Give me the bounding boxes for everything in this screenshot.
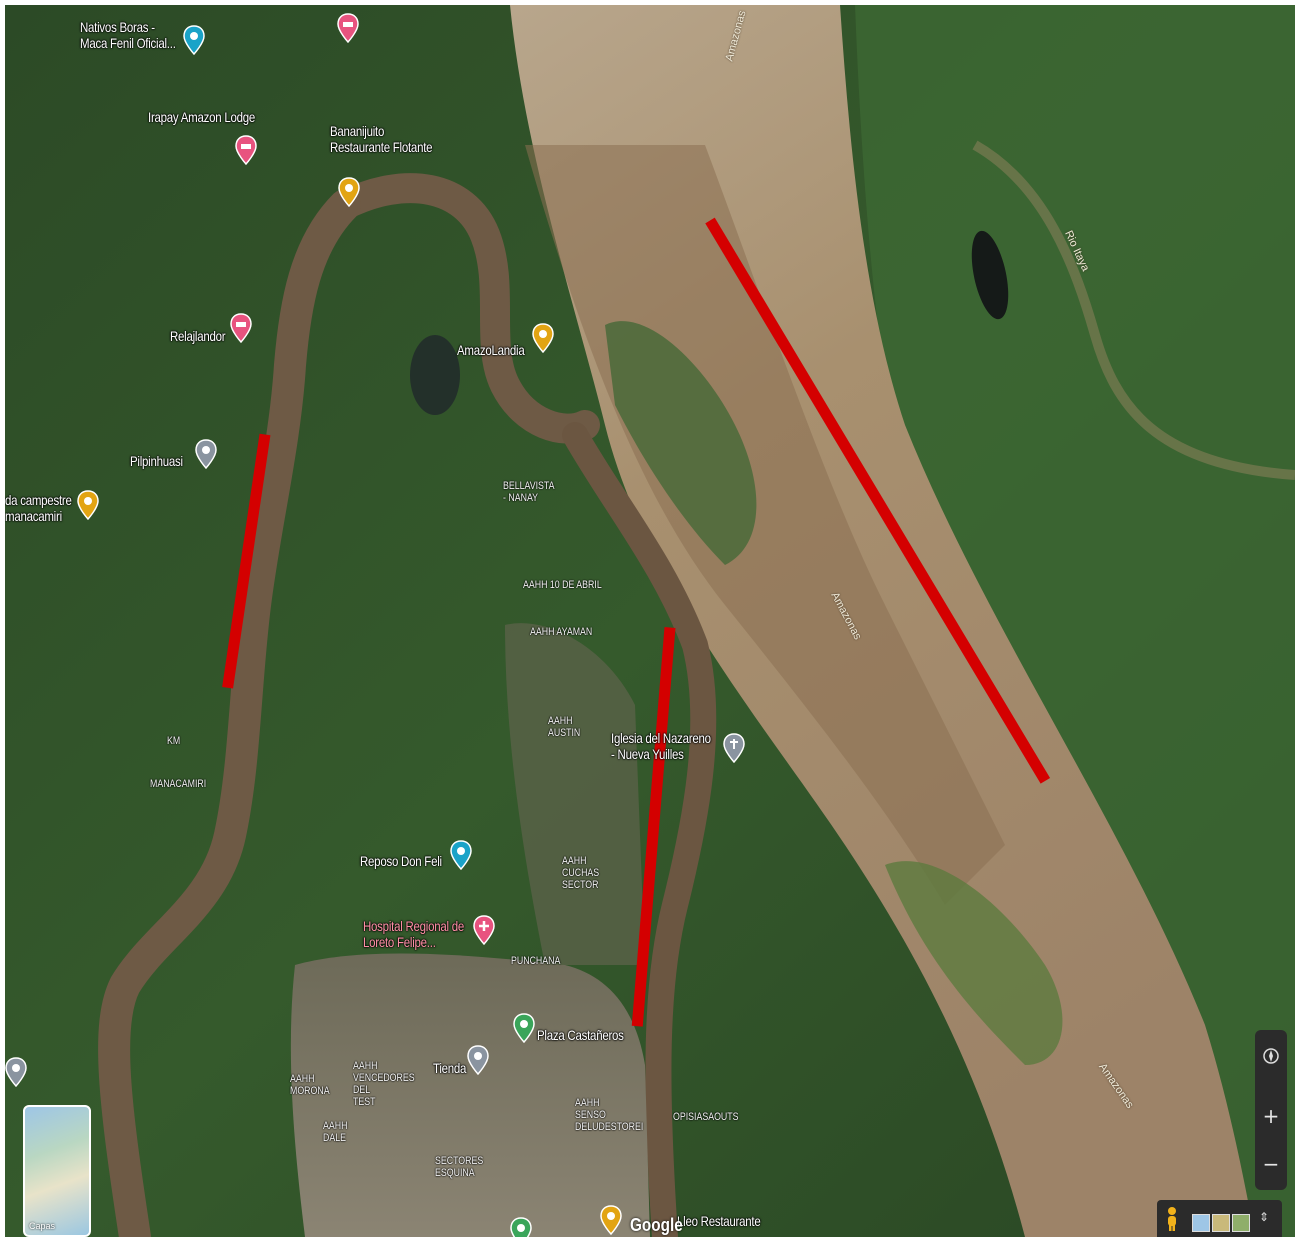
area-label-punchana: PUNCHANA	[511, 955, 561, 967]
place-label: Restaurante Flotante	[330, 139, 433, 155]
map-pin-icon[interactable]	[600, 1205, 622, 1235]
area-label-aahh-abril: AAHH 10 DE ABRIL	[523, 579, 602, 591]
place-label: Relajlandor	[170, 328, 226, 344]
zoom-out-button[interactable]: −	[1262, 1152, 1280, 1176]
area-label-manacamiri: MANACAMIRI	[150, 778, 207, 790]
place-label: Nativos Boras -	[80, 19, 155, 35]
place-label: Plaza Castañeros	[537, 1027, 624, 1043]
area-label-bellavista: BELLAVISTA- NANAY	[503, 480, 555, 504]
area-label-opisiasaouts: OPISIASAOUTS	[673, 1111, 739, 1123]
google-logo: Google	[630, 1215, 683, 1235]
place-label: Reposo Don Feli	[360, 853, 442, 869]
place-label: manacamiri	[5, 508, 62, 524]
pegman-icon[interactable]	[1165, 1206, 1179, 1232]
map-pin-icon[interactable]	[183, 25, 205, 55]
area-label-aahh-nauta: AAHH AYAMAN	[530, 626, 593, 638]
map-pin-icon[interactable]	[235, 135, 257, 165]
place-label: Maca Fenil Oficial...	[80, 35, 176, 51]
place-label: Pilpinhuasi	[130, 453, 183, 469]
satellite-imagery	[5, 5, 1295, 1237]
map-pin-icon[interactable]	[230, 313, 252, 343]
map-pin-icon[interactable]	[195, 439, 217, 469]
place-label: Iglesia del Nazareno	[611, 730, 711, 746]
place-label: da campestre	[5, 492, 72, 508]
place-label: - Nueva Yuilles	[611, 746, 684, 762]
place-label: Loreto Felipe...	[363, 934, 436, 950]
street-view-bar: ⇕	[1157, 1200, 1282, 1237]
map-pin-icon[interactable]	[723, 733, 745, 763]
place-label: Irapay Amazon Lodge	[148, 109, 256, 125]
map-pin-icon[interactable]	[337, 13, 359, 43]
map-pin-icon[interactable]	[77, 490, 99, 520]
layers-toggle-button[interactable]: Capas	[23, 1105, 91, 1237]
map-pin-icon[interactable]	[532, 323, 554, 353]
map-pin-icon[interactable]	[338, 177, 360, 207]
map-viewport[interactable]: Amazonas Rio Itaya Amazonas Amazonas Nat…	[5, 5, 1295, 1237]
place-label: Bananijuito	[330, 123, 385, 139]
compass-icon[interactable]	[1255, 1040, 1287, 1072]
place-label: Tienda	[433, 1060, 467, 1076]
zoom-in-button[interactable]: +	[1262, 1104, 1280, 1128]
place-label: AmazoLandia	[457, 342, 525, 358]
place-label: Hospital Regional de	[363, 918, 465, 934]
area-label-km: KM	[167, 735, 181, 747]
place-label: Lleo Restaurante	[677, 1213, 761, 1229]
map-controls: + −	[1255, 1030, 1287, 1190]
hospital-pin-icon[interactable]	[473, 915, 495, 945]
layer-chip-map[interactable]	[1192, 1214, 1210, 1232]
map-pin-icon[interactable]	[510, 1217, 532, 1237]
park-pin-icon[interactable]	[513, 1013, 535, 1043]
map-pin-icon[interactable]	[467, 1045, 489, 1075]
layer-chip-satellite[interactable]	[1232, 1214, 1250, 1232]
layer-chip-terrain[interactable]	[1212, 1214, 1230, 1232]
expand-icon[interactable]: ⇕	[1259, 1210, 1270, 1224]
map-pin-icon[interactable]	[450, 840, 472, 870]
layers-label: Capas	[29, 1221, 56, 1231]
map-pin-icon[interactable]	[5, 1057, 27, 1087]
